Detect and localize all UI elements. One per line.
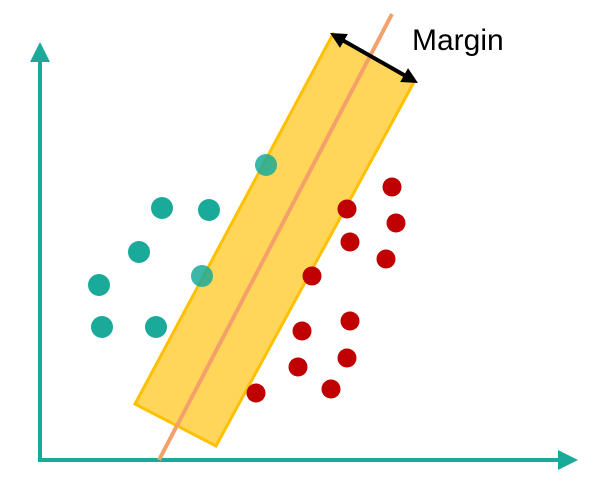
class-b-point bbox=[302, 266, 322, 286]
margin-label: Margin bbox=[412, 24, 504, 57]
class-b-point bbox=[246, 383, 266, 403]
class-a-point bbox=[128, 241, 150, 263]
class-a-point bbox=[255, 154, 277, 176]
class-b-point bbox=[382, 177, 402, 197]
class-b-point bbox=[340, 232, 360, 252]
class-b-points bbox=[246, 177, 406, 403]
class-b-point bbox=[386, 213, 406, 233]
class-a-point bbox=[145, 316, 167, 338]
hyperplane-line bbox=[157, 13, 394, 461]
class-b-point bbox=[376, 249, 396, 269]
class-a-point bbox=[198, 199, 220, 221]
class-a-point bbox=[191, 265, 213, 287]
margin-width-arrow bbox=[330, 33, 418, 83]
class-a-point bbox=[88, 274, 110, 296]
class-b-point bbox=[337, 348, 357, 368]
class-b-point bbox=[321, 379, 341, 399]
class-a-point bbox=[91, 316, 113, 338]
class-b-point bbox=[292, 321, 312, 341]
class-b-point bbox=[337, 199, 357, 219]
class-a-points bbox=[88, 154, 277, 338]
class-b-point bbox=[340, 311, 360, 331]
class-b-point bbox=[288, 357, 308, 377]
class-a-point bbox=[151, 197, 173, 219]
